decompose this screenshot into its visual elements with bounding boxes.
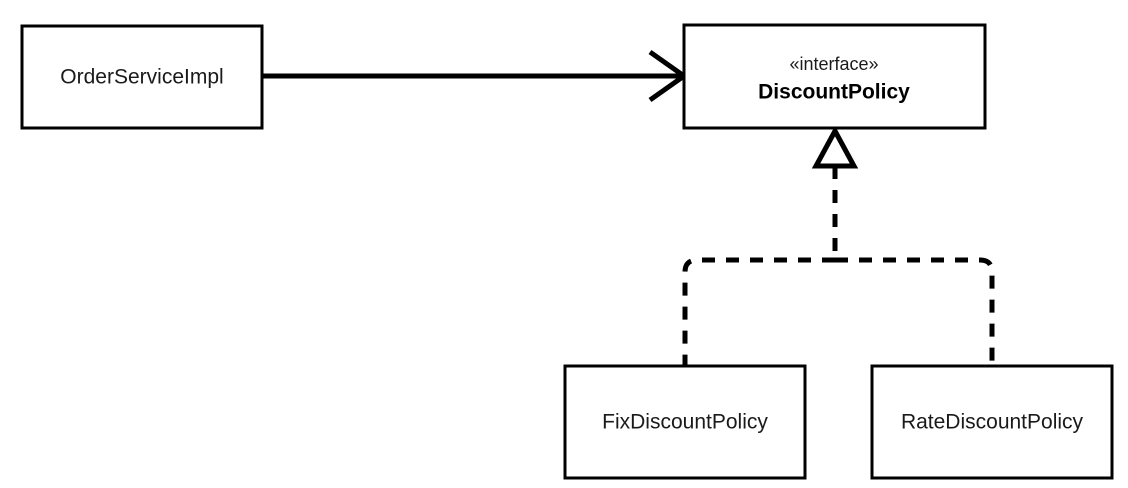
class-node-discount-policy[interactable]: «interface» DiscountPolicy — [682, 23, 987, 130]
class-name-order-service-impl: OrderServiceImpl — [60, 66, 223, 89]
association-edge-order-service-to-discount-policy — [262, 49, 689, 103]
class-node-order-service-impl[interactable]: OrderServiceImpl — [20, 24, 264, 130]
class-box-discount-policy[interactable] — [682, 23, 987, 130]
class-box-order-service-impl[interactable] — [20, 24, 264, 130]
class-node-rate-discount-policy[interactable]: RateDiscountPolicy — [870, 364, 1114, 480]
class-name-fix-discount-policy: FixDiscountPolicy — [602, 411, 768, 434]
hollow-triangle-arrowhead-icon — [811, 125, 859, 169]
class-box-fix-discount-policy[interactable] — [563, 364, 807, 480]
stereotype-label-interface: «interface» — [789, 54, 878, 74]
class-name-discount-policy: DiscountPolicy — [758, 81, 910, 104]
realization-line-fix-discount-policy — [682, 257, 835, 366]
realization-edges-group — [682, 125, 995, 366]
class-name-rate-discount-policy: RateDiscountPolicy — [901, 411, 1084, 434]
realization-line-rate-discount-policy — [835, 257, 995, 366]
class-box-rate-discount-policy[interactable] — [870, 364, 1114, 480]
class-node-fix-discount-policy[interactable]: FixDiscountPolicy — [563, 364, 807, 480]
